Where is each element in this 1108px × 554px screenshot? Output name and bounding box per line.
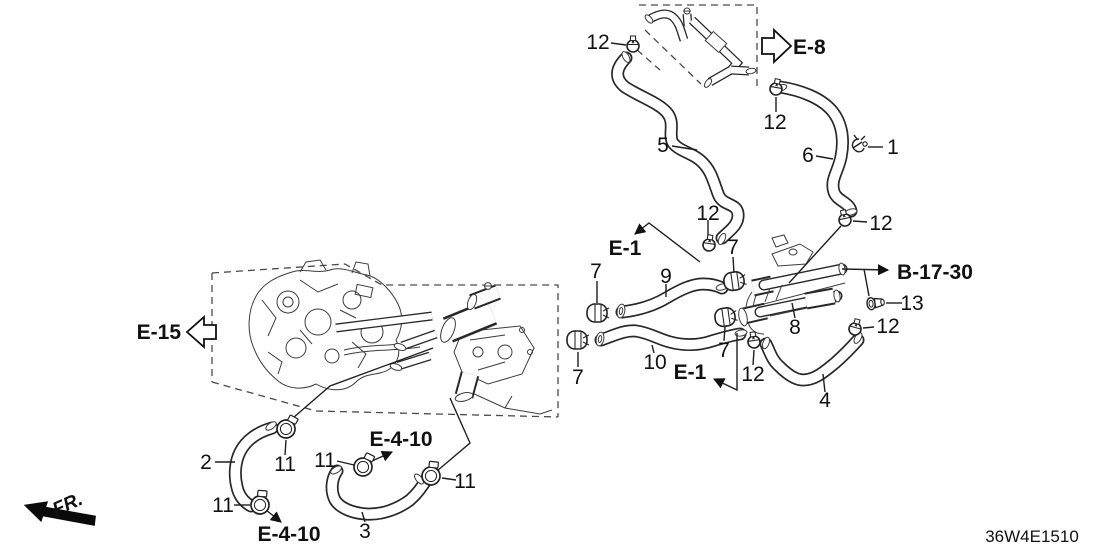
ref-label-e1: E-1	[609, 237, 642, 260]
water-hose-6-art	[773, 80, 858, 218]
callout-1-label: 1	[887, 136, 899, 159]
callout-7-label: 7	[572, 366, 584, 389]
ref-label-e4-10: E-4-10	[369, 428, 432, 451]
callout-8-label: 8	[789, 316, 801, 339]
water-hose-10-art	[594, 324, 747, 351]
callout-7-label: 7	[718, 339, 730, 362]
ref-label-b17-30: B-17-30	[897, 261, 973, 284]
diagram-code: 36W4E1510	[985, 527, 1079, 546]
dashed-boundary-pipe-box	[627, 4, 758, 88]
b1730-leader-arrow	[841, 264, 890, 276]
reference-labels: E-8 E-15 E-1 E-1 E-4-10 E-4-10 B-17-30 F…	[49, 36, 1078, 546]
callout-10-label: 10	[643, 351, 666, 374]
ref-label-e4-10: E-4-10	[257, 523, 320, 546]
engine-assembly-art	[248, 259, 403, 391]
e410-bottom-leader-arrow	[265, 509, 282, 523]
callout-12-label: 12	[696, 202, 719, 225]
callout-5-label: 5	[657, 134, 669, 157]
callout-12-label: 12	[763, 111, 786, 134]
water-hose-5-art	[611, 51, 745, 245]
callout-6-label: 6	[802, 144, 814, 167]
hose-clamp-7-icon	[713, 305, 739, 329]
water-hose-3-art	[325, 464, 435, 521]
water-outlet-assembly-art	[389, 282, 535, 402]
hose-clamp-7-icon	[586, 303, 610, 323]
e15-arrow-icon	[185, 315, 217, 349]
callout-12-label: 12	[869, 212, 892, 235]
rear-water-passage-art	[738, 234, 848, 335]
e1-top-leader-arrow	[634, 222, 701, 263]
callout-7-label: 7	[727, 236, 739, 259]
hose-clamp-7-icon	[566, 330, 590, 350]
callout-12-label: 12	[741, 363, 764, 386]
e8-arrow-icon	[761, 27, 793, 65]
callout-13-label: 13	[900, 292, 923, 315]
clip-1-icon	[851, 134, 868, 153]
leader-lines	[215, 42, 902, 523]
water-hose-9-art	[615, 277, 729, 319]
ref-label-e15: E-15	[137, 321, 182, 344]
hose-clamp-7-icon	[722, 269, 748, 293]
fr-direction-arrow-icon	[23, 501, 96, 526]
callout-11-label: 11	[212, 494, 234, 517]
callout-11-label: 11	[274, 453, 296, 476]
callout-7-label: 7	[590, 260, 602, 283]
reference-arrows	[23, 27, 890, 526]
callout-3-label: 3	[359, 520, 371, 543]
callout-labels: 12 12 12 12 12 12 1 5 6 7 7 7 7 9 10 8 1…	[200, 31, 924, 543]
hose-clamp-12-icon	[626, 35, 640, 53]
callout-12-label: 12	[586, 31, 609, 54]
callout-9-label: 9	[660, 265, 672, 288]
callout-11-label: 11	[314, 449, 336, 472]
water-hose-4-art	[759, 333, 865, 387]
callout-2-label: 2	[200, 451, 212, 474]
hose-clamp-11-icon	[351, 449, 377, 479]
water-joint-pipe-art	[644, 7, 757, 88]
ref-label-e8: E-8	[793, 36, 826, 59]
water-pipe-span-art	[335, 311, 553, 415]
ref-label-e1: E-1	[674, 361, 707, 384]
e1-bottom-leader-arrow	[712, 333, 738, 392]
water-hose-2-art	[228, 421, 279, 513]
hose-clamp-12-icon	[701, 233, 718, 253]
callout-4-label: 4	[819, 389, 831, 412]
callout-11-label: 11	[454, 470, 476, 493]
callout-12-label: 12	[876, 315, 899, 338]
bolt-13-icon	[865, 295, 886, 311]
e410-top-leader-arrow	[371, 451, 394, 462]
